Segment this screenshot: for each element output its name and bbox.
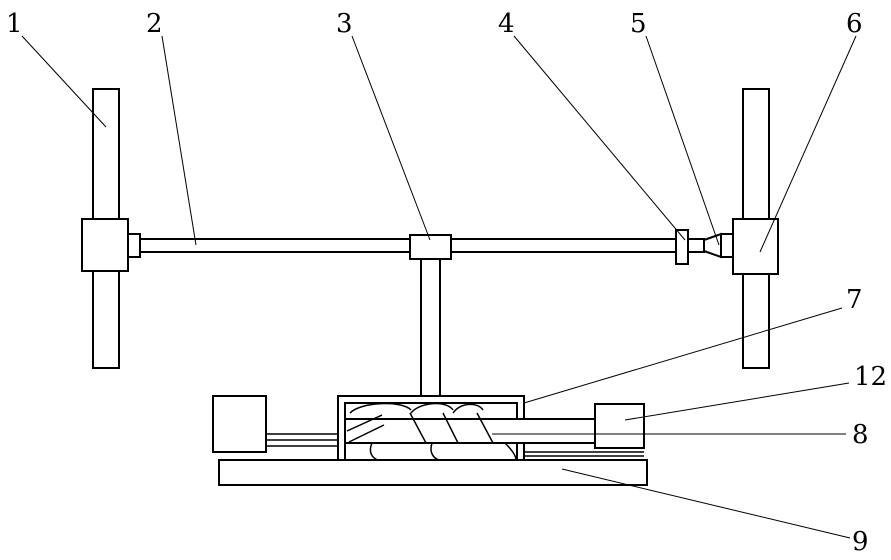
- tapered-coupling: [704, 234, 721, 257]
- center-connector: [410, 235, 451, 259]
- left-hub: [82, 219, 128, 271]
- leader-12: [625, 383, 849, 420]
- label-9: 9: [852, 527, 869, 557]
- leader-5: [646, 36, 719, 245]
- collar: [676, 230, 688, 264]
- label-3: 3: [336, 9, 353, 39]
- label-1: 1: [6, 9, 23, 39]
- base-plate: [219, 460, 647, 485]
- leader-6: [760, 36, 856, 252]
- label-8: 8: [852, 420, 869, 450]
- screw-shaft: [345, 419, 595, 443]
- label-5: 5: [630, 9, 647, 39]
- label-7: 7: [846, 285, 863, 315]
- label-6: 6: [846, 9, 863, 39]
- short-shaft: [688, 239, 704, 252]
- coupling-neck: [721, 234, 733, 257]
- main-shaft: [140, 239, 676, 252]
- right-motor: [595, 404, 644, 448]
- leader-7: [524, 308, 842, 403]
- left-coupling: [128, 234, 140, 257]
- label-2: 2: [146, 9, 163, 39]
- label-12: 12: [854, 362, 887, 392]
- leader-9: [562, 469, 850, 538]
- left-motor: [213, 396, 266, 452]
- leader-2: [162, 36, 196, 245]
- label-4: 4: [498, 9, 515, 39]
- vertical-post: [421, 259, 440, 396]
- leader-4: [514, 36, 685, 240]
- leader-1: [22, 36, 106, 127]
- leader-3: [352, 36, 430, 240]
